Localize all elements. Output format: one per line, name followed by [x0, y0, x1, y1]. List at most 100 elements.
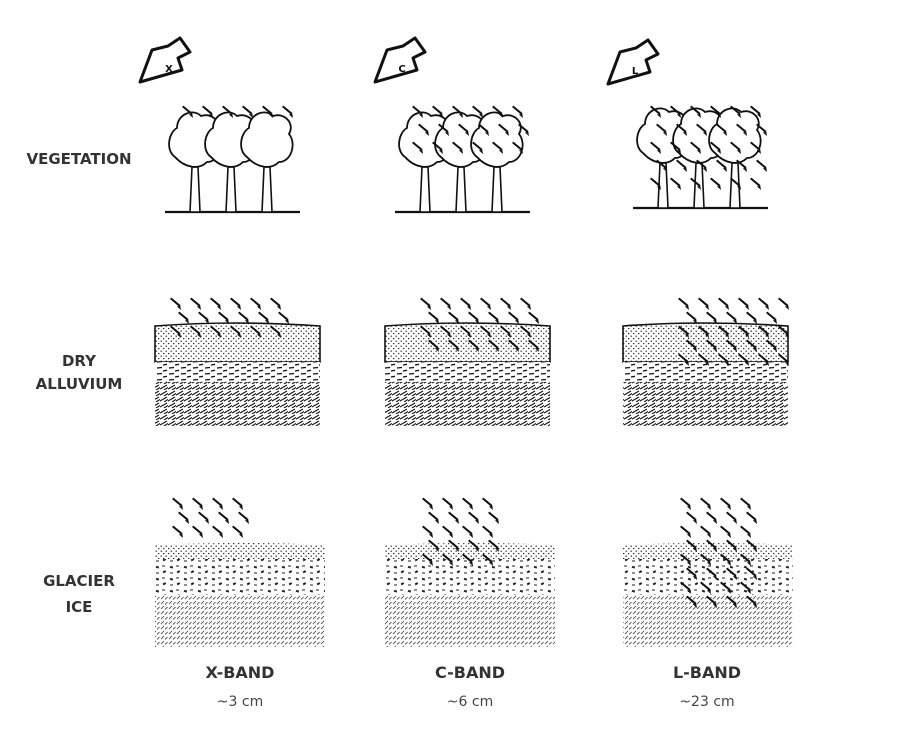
microwave-arrow-icon [676, 159, 687, 172]
microwave-arrow-icon [738, 297, 749, 310]
alluvium-panel-x [154, 297, 321, 426]
microwave-arrow-icon [710, 177, 721, 190]
radar-sensor-letter-c: C [398, 64, 405, 75]
microwave-arrow-icon [422, 497, 433, 510]
microwave-arrow-icon [480, 297, 491, 310]
band-name-x: X-BAND [206, 663, 275, 682]
glacier-deep-ice-layer [385, 595, 555, 647]
microwave-arrow-icon [178, 311, 189, 324]
microwave-arrow-icon [428, 311, 439, 324]
microwave-arrow-icon [178, 511, 189, 524]
band-wavelength-c: ~6 cm [447, 694, 493, 710]
microwave-arrow-icon [482, 497, 493, 510]
microwave-arrow-icon [686, 511, 697, 524]
microwave-arrow-icon [250, 297, 261, 310]
microwave-arrow-icon [442, 497, 453, 510]
microwave-arrow-icon [718, 297, 729, 310]
row-label-dry-alluvium-line1: DRY [62, 352, 97, 370]
microwave-arrow-icon [766, 311, 777, 324]
microwave-arrow-icon [670, 177, 681, 190]
microwave-arrow-icon [680, 525, 691, 538]
microwave-arrow-icon [468, 511, 479, 524]
microwave-arrow-icon [460, 297, 471, 310]
microwave-arrow-icon [440, 297, 451, 310]
microwave-arrow-icon [428, 511, 439, 524]
microwave-arrow-icon [442, 525, 453, 538]
band-name-c: C-BAND [435, 663, 505, 682]
microwave-arrow-icon [700, 497, 711, 510]
microwave-arrow-icon [740, 525, 751, 538]
glacier-firn-layer [155, 543, 325, 559]
microwave-arrow-icon [488, 511, 499, 524]
alluvium-middle-layer [385, 362, 550, 382]
microwave-arrow-icon [686, 311, 697, 324]
microwave-arrow-icon [726, 511, 737, 524]
microwave-arrow-icon [212, 525, 223, 538]
microwave-arrow-icon [500, 297, 511, 310]
radar-sensor-icon-l: L [606, 38, 660, 86]
microwave-arrow-icon [750, 177, 761, 190]
glacier-crystal-layer [155, 559, 325, 595]
vegetation-panel-c [395, 105, 530, 214]
microwave-arrow-icon [238, 311, 249, 324]
microwave-arrow-icon [192, 525, 203, 538]
microwave-arrow-icon [678, 297, 689, 310]
microwave-arrow-icon [700, 525, 711, 538]
glacier-crystal-layer [385, 559, 555, 595]
glacier-firn-layer [623, 543, 793, 559]
alluvium-middle-layer [623, 362, 788, 382]
microwave-arrow-icon [448, 311, 459, 324]
row-label-glacier-ice-line1: GLACIER [43, 572, 115, 590]
microwave-arrow-icon [740, 497, 751, 510]
microwave-arrow-icon [706, 311, 717, 324]
microwave-arrow-icon [278, 311, 289, 324]
microwave-arrow-icon [210, 297, 221, 310]
microwave-arrow-icon [448, 511, 459, 524]
radar-sensor-icon-x: X [138, 36, 192, 84]
microwave-arrow-icon [218, 511, 229, 524]
row-label-glacier-ice-line2: ICE [66, 598, 93, 616]
tree-icon [708, 107, 762, 209]
alluvium-surface-layer [154, 322, 321, 363]
band-wavelength-x: ~3 cm [217, 694, 263, 710]
band-name-l: L-BAND [673, 663, 741, 682]
microwave-arrow-icon [746, 311, 757, 324]
microwave-arrow-icon [746, 511, 757, 524]
microwave-arrow-icon [720, 497, 731, 510]
alluvium-panel-l [622, 297, 789, 426]
microwave-arrow-icon [520, 297, 531, 310]
glacier-deep-ice-layer [623, 595, 793, 647]
microwave-arrow-icon [238, 511, 249, 524]
microwave-arrow-icon [720, 525, 731, 538]
radar-sensor-letter-l: L [632, 66, 639, 77]
glacier-firn-layer [385, 543, 555, 559]
microwave-arrow-icon [232, 525, 243, 538]
alluvium-deep-layer [385, 382, 550, 426]
microwave-arrow-icon [230, 297, 241, 310]
alluvium-panel-c [384, 297, 551, 426]
microwave-arrow-icon [172, 525, 183, 538]
glacier-panel-c [385, 497, 555, 647]
microwave-arrow-icon [680, 497, 691, 510]
radar-sensor-icon-c: C [373, 36, 427, 84]
glacier-deep-ice-layer [155, 595, 325, 647]
microwave-arrow-icon [778, 297, 789, 310]
microwave-arrow-icon [488, 311, 499, 324]
microwave-arrow-icon [756, 159, 767, 172]
microwave-arrow-icon [192, 497, 203, 510]
glacier-panel-l [623, 497, 793, 647]
microwave-arrow-icon [218, 311, 229, 324]
microwave-arrow-icon [170, 297, 181, 310]
tree-icon [470, 111, 524, 213]
microwave-arrow-icon [212, 497, 223, 510]
microwave-arrow-icon [468, 311, 479, 324]
microwave-arrow-icon [232, 497, 243, 510]
microwave-arrow-icon [198, 311, 209, 324]
radar-sensor-letter-x: X [165, 64, 173, 75]
alluvium-deep-layer [623, 382, 788, 426]
alluvium-middle-layer [155, 362, 320, 382]
microwave-arrow-icon [270, 297, 281, 310]
microwave-arrow-icon [420, 297, 431, 310]
microwave-arrow-icon [482, 525, 493, 538]
